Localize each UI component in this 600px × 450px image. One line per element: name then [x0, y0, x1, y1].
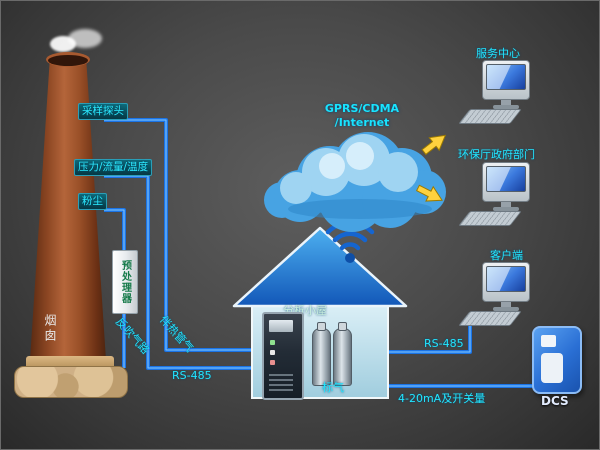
keyboard-icon: [458, 211, 522, 226]
monitor-icon: [482, 162, 530, 202]
sampling-probe-tag: 采样探头: [78, 103, 128, 121]
analyzer-cabinet: [262, 312, 304, 400]
chimney-label: 烟囱: [43, 314, 57, 344]
computer-service-center: [458, 60, 530, 124]
station-label-service-center: 服务中心: [476, 47, 520, 60]
monitor-screen: [486, 166, 526, 192]
chimney-base: [14, 366, 128, 398]
gas-cylinder: [312, 322, 331, 386]
station-label-client: 客户端: [490, 249, 523, 262]
computer-client: [458, 262, 530, 326]
analog-signal-label: 4-20mA及开关量: [398, 392, 486, 405]
monitor-stand-base: [493, 105, 519, 109]
dcs-module-small: [541, 335, 556, 347]
monitor-screen: [486, 266, 526, 292]
monitor-stand-base: [493, 207, 519, 211]
monitor-stand: [501, 100, 511, 106]
analyzer-display: [269, 320, 293, 332]
network-cloud: [264, 132, 446, 232]
cloud-caption-line2: /Internet: [334, 116, 390, 130]
preprocessor-label: 预处理器: [119, 260, 131, 304]
house-roof: [232, 226, 408, 308]
analyzer-vent: [269, 374, 293, 392]
computer-epa-gov: [458, 162, 530, 226]
analyzer-led-white: [270, 350, 275, 355]
standard-gas-label: 标气: [322, 381, 344, 394]
monitor-stand: [501, 302, 511, 308]
keyboard-icon: [458, 109, 522, 124]
gas-cylinder: [333, 322, 352, 386]
analyzer-led-green: [270, 340, 275, 345]
monitor-icon: [482, 262, 530, 302]
preprocessor-unit: 预处理器: [112, 250, 138, 314]
monitor-stand-base: [493, 307, 519, 311]
chimney-rim: [48, 55, 88, 66]
monitor-screen: [486, 64, 526, 90]
rs485-left-label: RS-485: [172, 369, 212, 382]
dcs-label: DCS: [541, 394, 569, 408]
pressure-flow-temp-tag: 压力/流量/温度: [74, 159, 153, 177]
analyzer-led-red: [270, 360, 275, 365]
cloud-caption-line1: GPRS/CDMA: [324, 102, 400, 115]
cloud-caption: GPRS/CDMA /Internet: [312, 102, 412, 131]
rs485-right-label: RS-485: [424, 337, 464, 350]
dcs-unit: [532, 326, 582, 394]
keyboard-icon: [458, 311, 522, 326]
smoke-puff: [68, 29, 102, 48]
downlink-arrow-icon: [415, 184, 443, 202]
uplink-arrow-icon: [421, 134, 447, 156]
station-label-epa-gov: 环保厅政府部门: [458, 148, 535, 161]
smoke-puff: [50, 36, 76, 52]
monitor-stand: [501, 202, 511, 208]
pipe-probe-line: [104, 118, 254, 352]
dcs-module-large: [541, 353, 563, 383]
monitor-icon: [482, 60, 530, 100]
dust-tag: 粉尘: [78, 193, 107, 211]
